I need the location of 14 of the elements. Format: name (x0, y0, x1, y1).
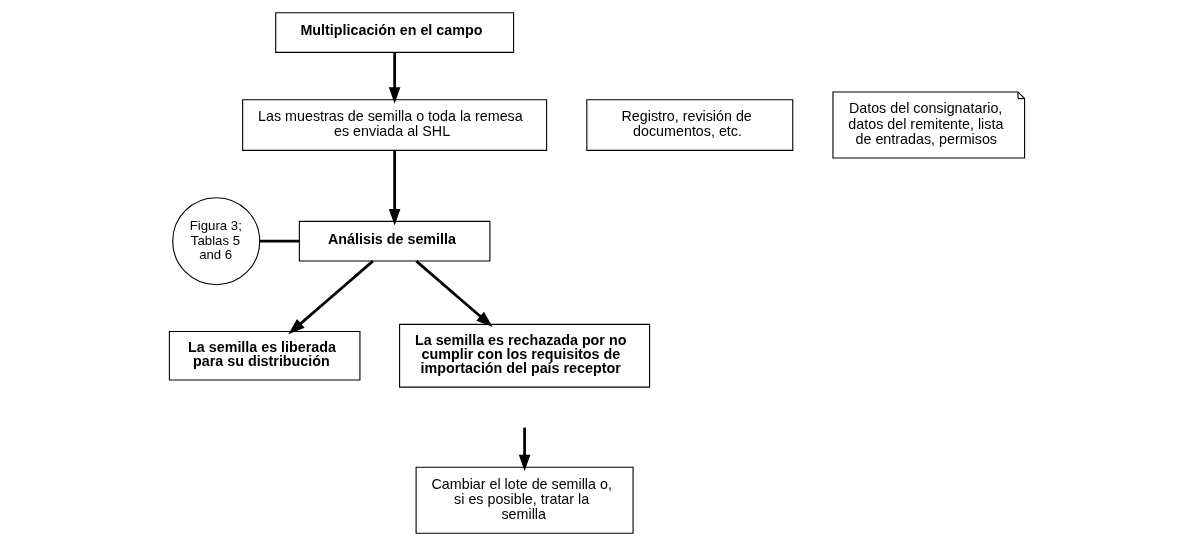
arrow (287, 260, 374, 335)
arrow (518, 427, 530, 472)
arrow (388, 52, 400, 104)
arrow (415, 260, 493, 328)
node-box: Cambiar el lote de semilla o, si es posible, tratar la semilla (415, 466, 634, 534)
node-circle: Figura 3; Tablas 5 and 6 (171, 197, 260, 286)
node-box: Registro, revisión de documentos, etc. (585, 99, 793, 151)
node-box: Las muestras de semilla o toda la remesa es enviada al SHL (241, 99, 547, 151)
node-box: Análisis de semilla (298, 220, 490, 262)
connector (259, 239, 299, 243)
node-box: La semilla es liberada para su distribución (168, 330, 360, 381)
arrow (388, 150, 400, 226)
node-box: La semilla es rechazada por no cumplir con los requisitos de importación del país receptor (398, 323, 650, 388)
node-box: Multiplicación en el campo (274, 12, 514, 53)
